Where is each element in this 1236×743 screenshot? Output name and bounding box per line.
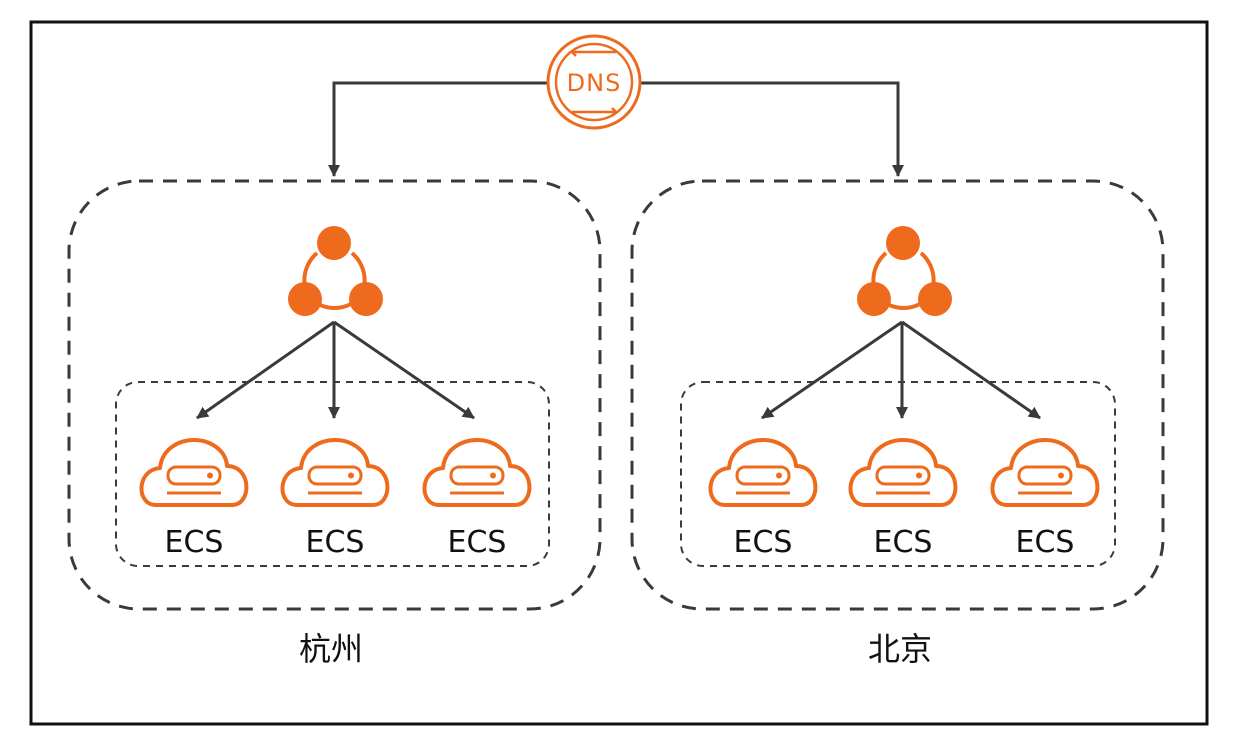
- ecs-server: ECS: [422, 438, 532, 560]
- ecs-server: ECS: [848, 438, 958, 560]
- ecs-server: ECS: [139, 438, 249, 560]
- load-balancer-icon: [857, 226, 952, 316]
- dns-icon: DNS: [546, 34, 642, 130]
- balancer-arrows: [761, 320, 1041, 420]
- load-balancer-icon: [288, 226, 383, 316]
- ecs-cloud-icon: [990, 438, 1100, 507]
- ecs-cloud-icon: [848, 438, 958, 507]
- server-group-boundary: [680, 381, 1116, 567]
- region-beijing: ECS ECS ECS 北京: [630, 179, 1165, 668]
- ecs-cloud-icon: [422, 438, 532, 507]
- ecs-server: ECS: [990, 438, 1100, 560]
- ecs-label: ECS: [306, 525, 365, 560]
- ecs-cloud-icon: [139, 438, 249, 507]
- ecs-label: ECS: [734, 525, 793, 560]
- region-name: 北京: [868, 630, 932, 668]
- dns-connectors: [328, 81, 904, 177]
- region-name: 杭州: [299, 630, 363, 668]
- balancer-arrows: [196, 320, 475, 420]
- ecs-cloud-icon: [708, 438, 818, 507]
- region-hangzhou: ECS ECS ECS 杭州: [67, 179, 602, 668]
- ecs-server: ECS: [708, 438, 818, 560]
- ecs-label: ECS: [448, 525, 507, 560]
- ecs-label: ECS: [1016, 525, 1075, 560]
- ecs-label: ECS: [165, 525, 224, 560]
- outer-frame: [29, 20, 1209, 726]
- dns-label: DNS: [567, 69, 622, 97]
- region-boundary: [630, 179, 1165, 611]
- ecs-server: ECS: [280, 438, 390, 560]
- ecs-label: ECS: [874, 525, 933, 560]
- ecs-cloud-icon: [280, 438, 390, 507]
- region-boundary: [67, 179, 602, 611]
